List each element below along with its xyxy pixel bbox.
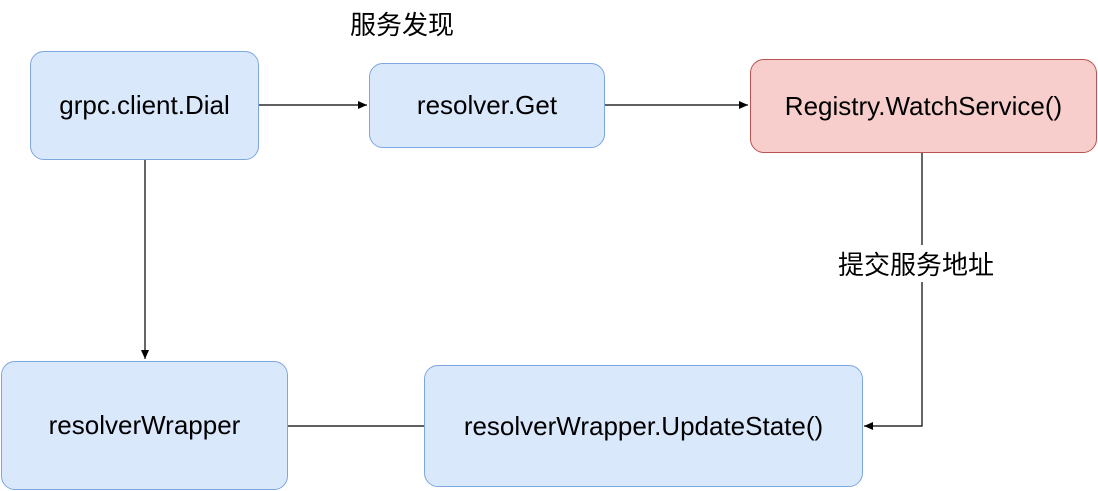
- node-resolver-get: resolver.Get: [369, 63, 605, 148]
- node-registry-watch-service: Registry.WatchService(): [750, 59, 1097, 153]
- node-resolver-wrapper: resolverWrapper: [1, 361, 288, 490]
- node-grpc-client-dial: grpc.client.Dial: [30, 51, 259, 160]
- diagram-title: 服务发现: [350, 11, 455, 41]
- edge-watch-to-update: [864, 152, 923, 430]
- node-resolver-wrapper-update-state: resolverWrapper.UpdateState(): [424, 365, 863, 487]
- edge-label-submit-address: 提交服务地址: [838, 245, 995, 282]
